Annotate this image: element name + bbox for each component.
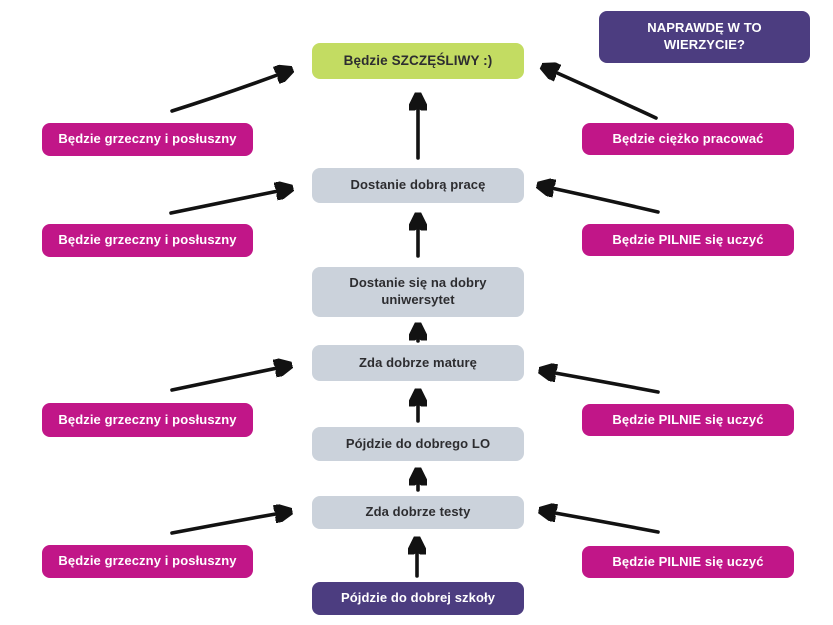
arrow-right-3 <box>544 371 660 394</box>
node-szczesliwy: Będzie SZCZĘŚLIWY :) <box>312 43 524 79</box>
arrow-left-3 <box>170 366 287 392</box>
node-testy: Zda dobrze testy <box>312 496 524 529</box>
arrow-right-2 <box>542 186 660 214</box>
arrow-right-1 <box>546 68 658 120</box>
node-grzeczny-1: Będzie grzeczny i posłuszny <box>42 123 253 156</box>
node-note-wierzycie: NAPRAWDĘ W TO WIERZYCIE? <box>599 11 810 63</box>
node-grzeczny-4: Będzie grzeczny i posłuszny <box>42 545 253 578</box>
arrow-left-1 <box>170 71 288 113</box>
node-pilnie-3: Będzie PILNIE się uczyć <box>582 546 794 578</box>
node-lo: Pójdzie do dobrego LO <box>312 427 524 461</box>
node-matura: Zda dobrze maturę <box>312 345 524 381</box>
node-ciezko: Będzie ciężko pracować <box>582 123 794 155</box>
node-praca: Dostanie dobrą pracę <box>312 168 524 203</box>
arrow-right-4 <box>544 511 660 534</box>
node-grzeczny-3: Będzie grzeczny i posłuszny <box>42 403 253 437</box>
arrow-left-2 <box>169 189 288 215</box>
arrow-left-4 <box>170 512 287 535</box>
node-szkola: Pójdzie do dobrej szkoły <box>312 582 524 615</box>
node-grzeczny-2: Będzie grzeczny i posłuszny <box>42 224 253 257</box>
node-uniwersytet: Dostanie się na dobry uniwersytet <box>312 267 524 317</box>
node-pilnie-1: Będzie PILNIE się uczyć <box>582 224 794 256</box>
node-pilnie-2: Będzie PILNIE się uczyć <box>582 404 794 436</box>
